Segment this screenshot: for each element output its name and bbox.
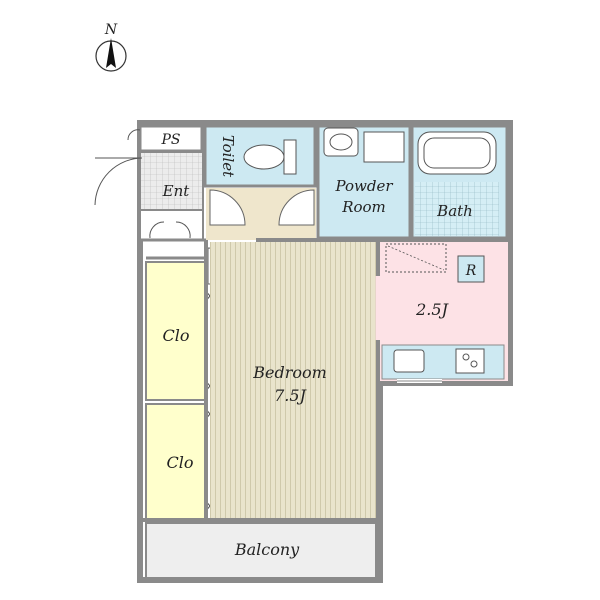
washer-icon: [363, 131, 405, 163]
toilet-label: Toilet: [219, 135, 237, 178]
compass-arrow-icon: [106, 38, 116, 68]
room-ps: PS: [127, 124, 204, 153]
bath-label: Bath: [436, 202, 473, 220]
bedroom-label-line1: Bedroom: [252, 363, 327, 382]
kitchen-label: 2.5J: [415, 300, 449, 319]
closet-upper-label: Clo: [163, 326, 190, 345]
toilet-tank-icon: [283, 139, 297, 175]
closet-upper: [145, 261, 206, 401]
toilet-bowl-icon: [243, 144, 285, 170]
room-powder: Powder Room: [316, 124, 412, 240]
room-bedroom: Bedroom 7.5J: [210, 242, 376, 522]
fridge-icon: [457, 255, 485, 283]
room-toilet: Toilet: [203, 124, 317, 188]
stove-icon: [455, 348, 485, 374]
powder-label-line1: Powder: [334, 177, 393, 195]
room-entrance: Ent: [94, 151, 204, 241]
closets: Clo Clo: [145, 261, 211, 521]
closet-lower-label: Clo: [167, 453, 194, 472]
room-kitchen: R 2.5J: [378, 242, 508, 383]
balcony-label: Balcony: [234, 540, 300, 559]
entrance-label: Ent: [162, 182, 191, 200]
interior-walls: [140, 238, 510, 522]
fridge-label: R: [465, 263, 477, 279]
bedroom-label-line2: 7.5J: [274, 386, 307, 405]
room-bath: Bath: [410, 124, 509, 240]
closet-lower: [145, 403, 206, 521]
north-compass: N: [95, 22, 127, 72]
balcony: Balcony: [145, 522, 377, 579]
compass-letter: N: [104, 22, 118, 38]
ps-label: PS: [160, 132, 180, 148]
powder-label-line2: Room: [341, 198, 386, 216]
kitchen-sink-icon: [393, 349, 425, 373]
